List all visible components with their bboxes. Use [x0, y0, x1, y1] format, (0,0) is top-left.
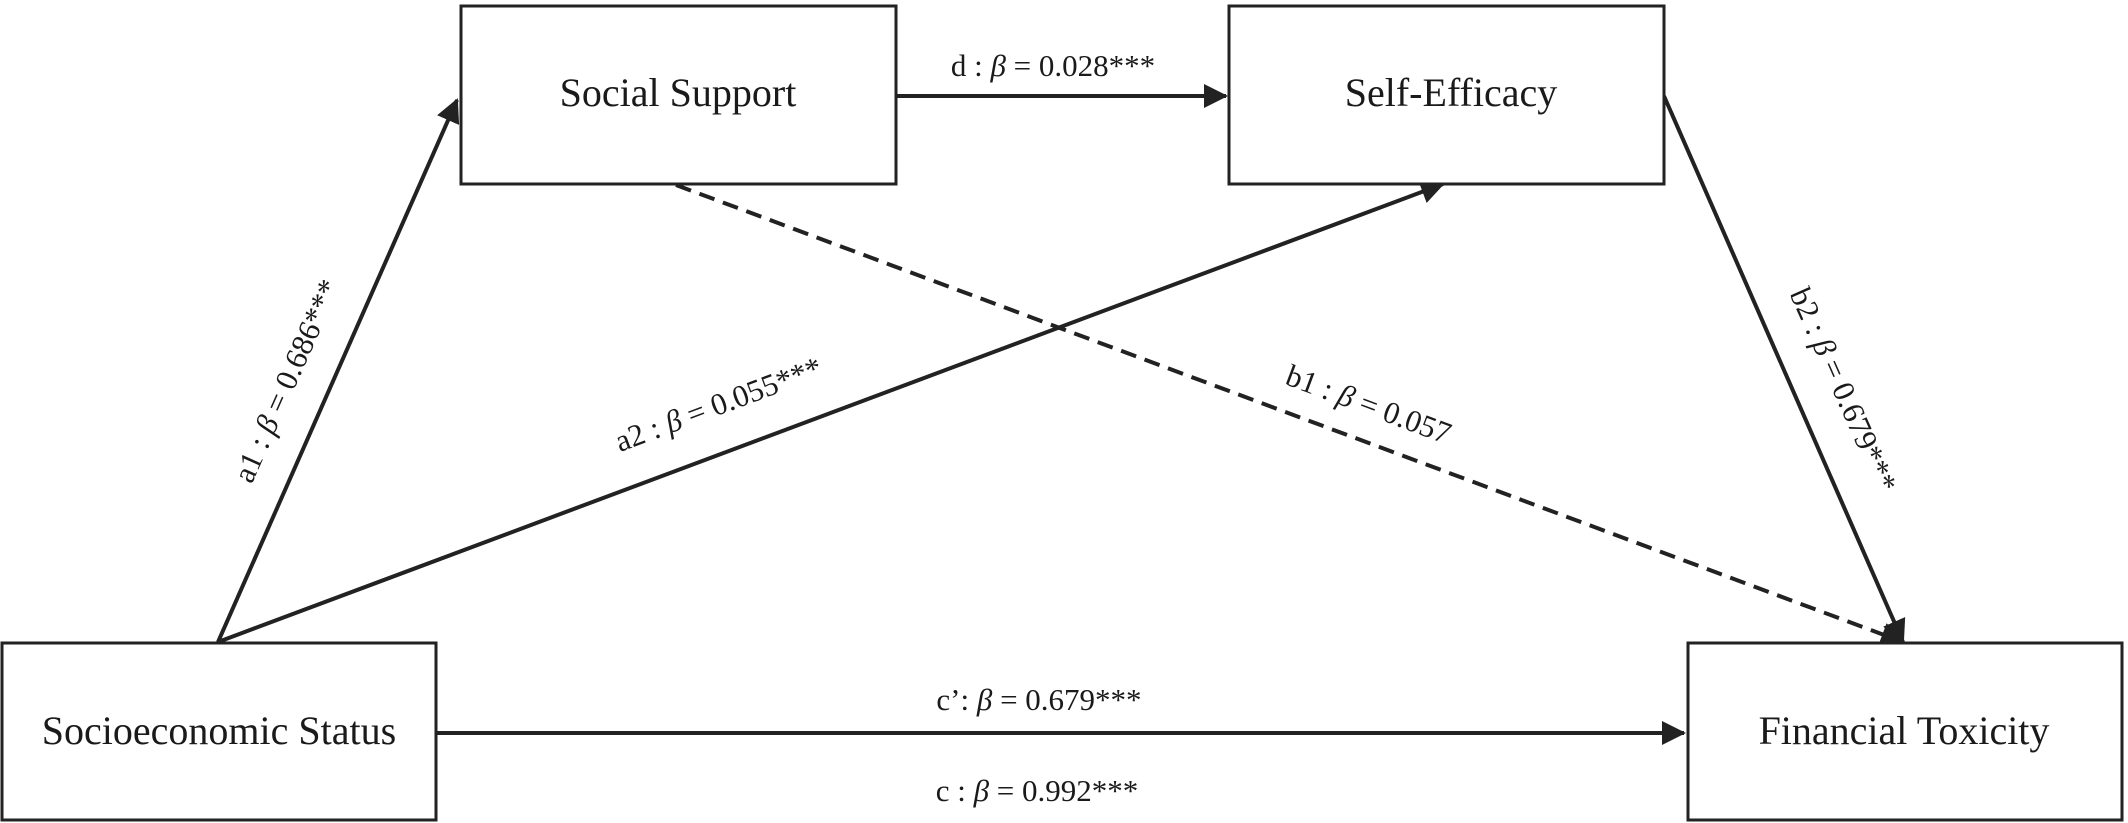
path-a1-arrow: [216, 98, 460, 643]
path-a1-label: a1 : β = 0.686***: [226, 274, 347, 487]
path-a2-label: a2 : β = 0.055***: [610, 350, 827, 459]
path-b1-arrow: [675, 183, 1905, 646]
node-label-financial-toxicity: Financial Toxicity: [1759, 708, 2050, 753]
path-b2-arrow: [1662, 95, 1906, 644]
path-c-prime-label: c’: β = 0.679***: [936, 682, 1141, 717]
node-socioeconomic-status: Socioeconomic Status: [0, 641, 438, 822]
node-label-self-efficacy: Self-Efficacy: [1345, 70, 1557, 115]
node-self-efficacy: Self-Efficacy: [1227, 4, 1666, 186]
path-d-label: d : β = 0.028***: [951, 48, 1155, 83]
path-c-label: c : β = 0.992***: [936, 773, 1139, 808]
node-label-socioeconomic-status: Socioeconomic Status: [42, 708, 396, 753]
path-a2-arrow: [217, 180, 1445, 644]
node-financial-toxicity: Financial Toxicity: [1686, 641, 2124, 822]
path-b1-label: b1 : β = 0.057: [1281, 357, 1456, 450]
node-social-support: Social Support: [459, 4, 898, 186]
path-b2-label: b2 : β = 0.679***: [1783, 282, 1904, 497]
node-label-social-support: Social Support: [560, 70, 797, 115]
